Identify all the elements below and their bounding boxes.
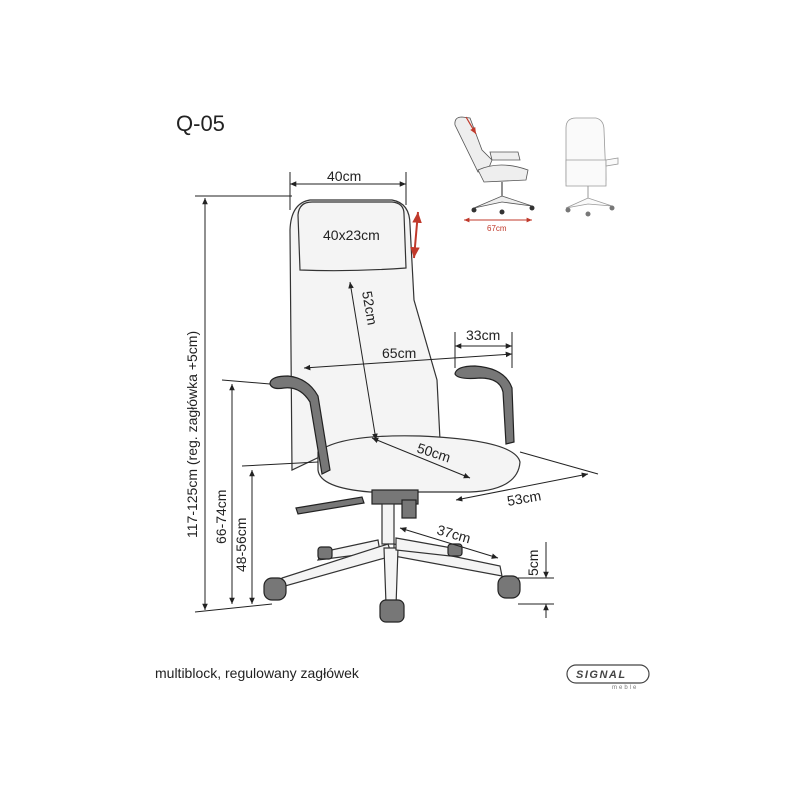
seat-height-label: 48-56cm <box>233 518 249 572</box>
recline-depth-label: 67cm <box>487 224 507 233</box>
product-caption: multiblock, regulowany zagłówek <box>155 665 360 681</box>
brand-name: SIGNAL <box>576 669 627 681</box>
armrest-width-label: 33cm <box>466 327 500 343</box>
dimension-lines <box>194 172 599 618</box>
signal-logo: SIGNAL meble <box>566 664 650 691</box>
chair-drawing <box>263 199 521 623</box>
headrest-size-label: 40x23cm <box>323 227 380 243</box>
brand-tagline: meble <box>612 685 638 691</box>
gas-knob <box>401 499 417 519</box>
thumbnail-side-view <box>454 116 535 223</box>
wheel-height-label: 5cm <box>525 550 541 576</box>
model-title: Q-05 <box>176 111 225 136</box>
total-width-label: 65cm <box>382 345 416 361</box>
right-armrest <box>454 365 515 445</box>
headrest-width-label: 40cm <box>327 168 361 184</box>
base-radius-label: 37cm <box>435 522 472 547</box>
gas-cylinder <box>381 503 395 545</box>
armrest-height-label: 66-74cm <box>213 490 229 544</box>
total-depth-label: 53cm <box>506 487 542 509</box>
backrest-height-label: 52cm <box>359 290 381 326</box>
star-base <box>276 537 503 607</box>
thumbnail-back-view <box>565 117 619 217</box>
tilt-lever <box>295 496 365 515</box>
headrest <box>297 201 407 272</box>
left-armrest <box>269 375 331 475</box>
total-height-label: 117-125cm (reg. zagłówka +5cm) <box>184 331 200 538</box>
